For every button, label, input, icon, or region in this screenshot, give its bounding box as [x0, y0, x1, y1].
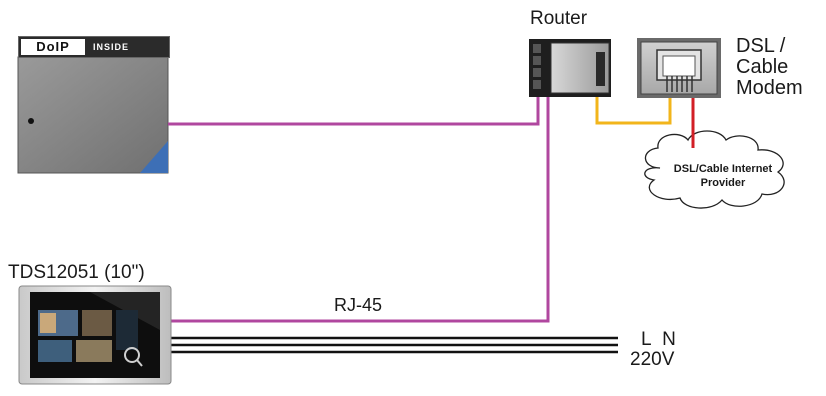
ethernet-cable-device: [168, 97, 538, 124]
ethernet-cable-panel: [170, 97, 548, 321]
power-cable: [170, 338, 618, 352]
provider-label: DSL/Cable Internet Provider: [653, 162, 793, 190]
panel-label: TDS12051 (10"): [8, 262, 145, 284]
modem-label: DSL / Cable Modem: [736, 36, 826, 99]
touch-panel: [19, 286, 171, 384]
modem-link: [597, 97, 670, 123]
doip-badge: DoIP INSIDE: [18, 36, 170, 58]
modem-device: [637, 38, 721, 98]
router-device: [529, 39, 611, 97]
cable-label: RJ-45: [334, 295, 382, 316]
doip-logo-text: DoIP: [21, 39, 85, 55]
device-led-icon: [28, 118, 34, 124]
power-voltage-label: 220V: [630, 349, 674, 371]
doip-logo-subtext: INSIDE: [93, 39, 129, 55]
router-label: Router: [530, 8, 587, 30]
doip-device: [18, 57, 168, 173]
power-ln-label: L N: [641, 329, 679, 351]
